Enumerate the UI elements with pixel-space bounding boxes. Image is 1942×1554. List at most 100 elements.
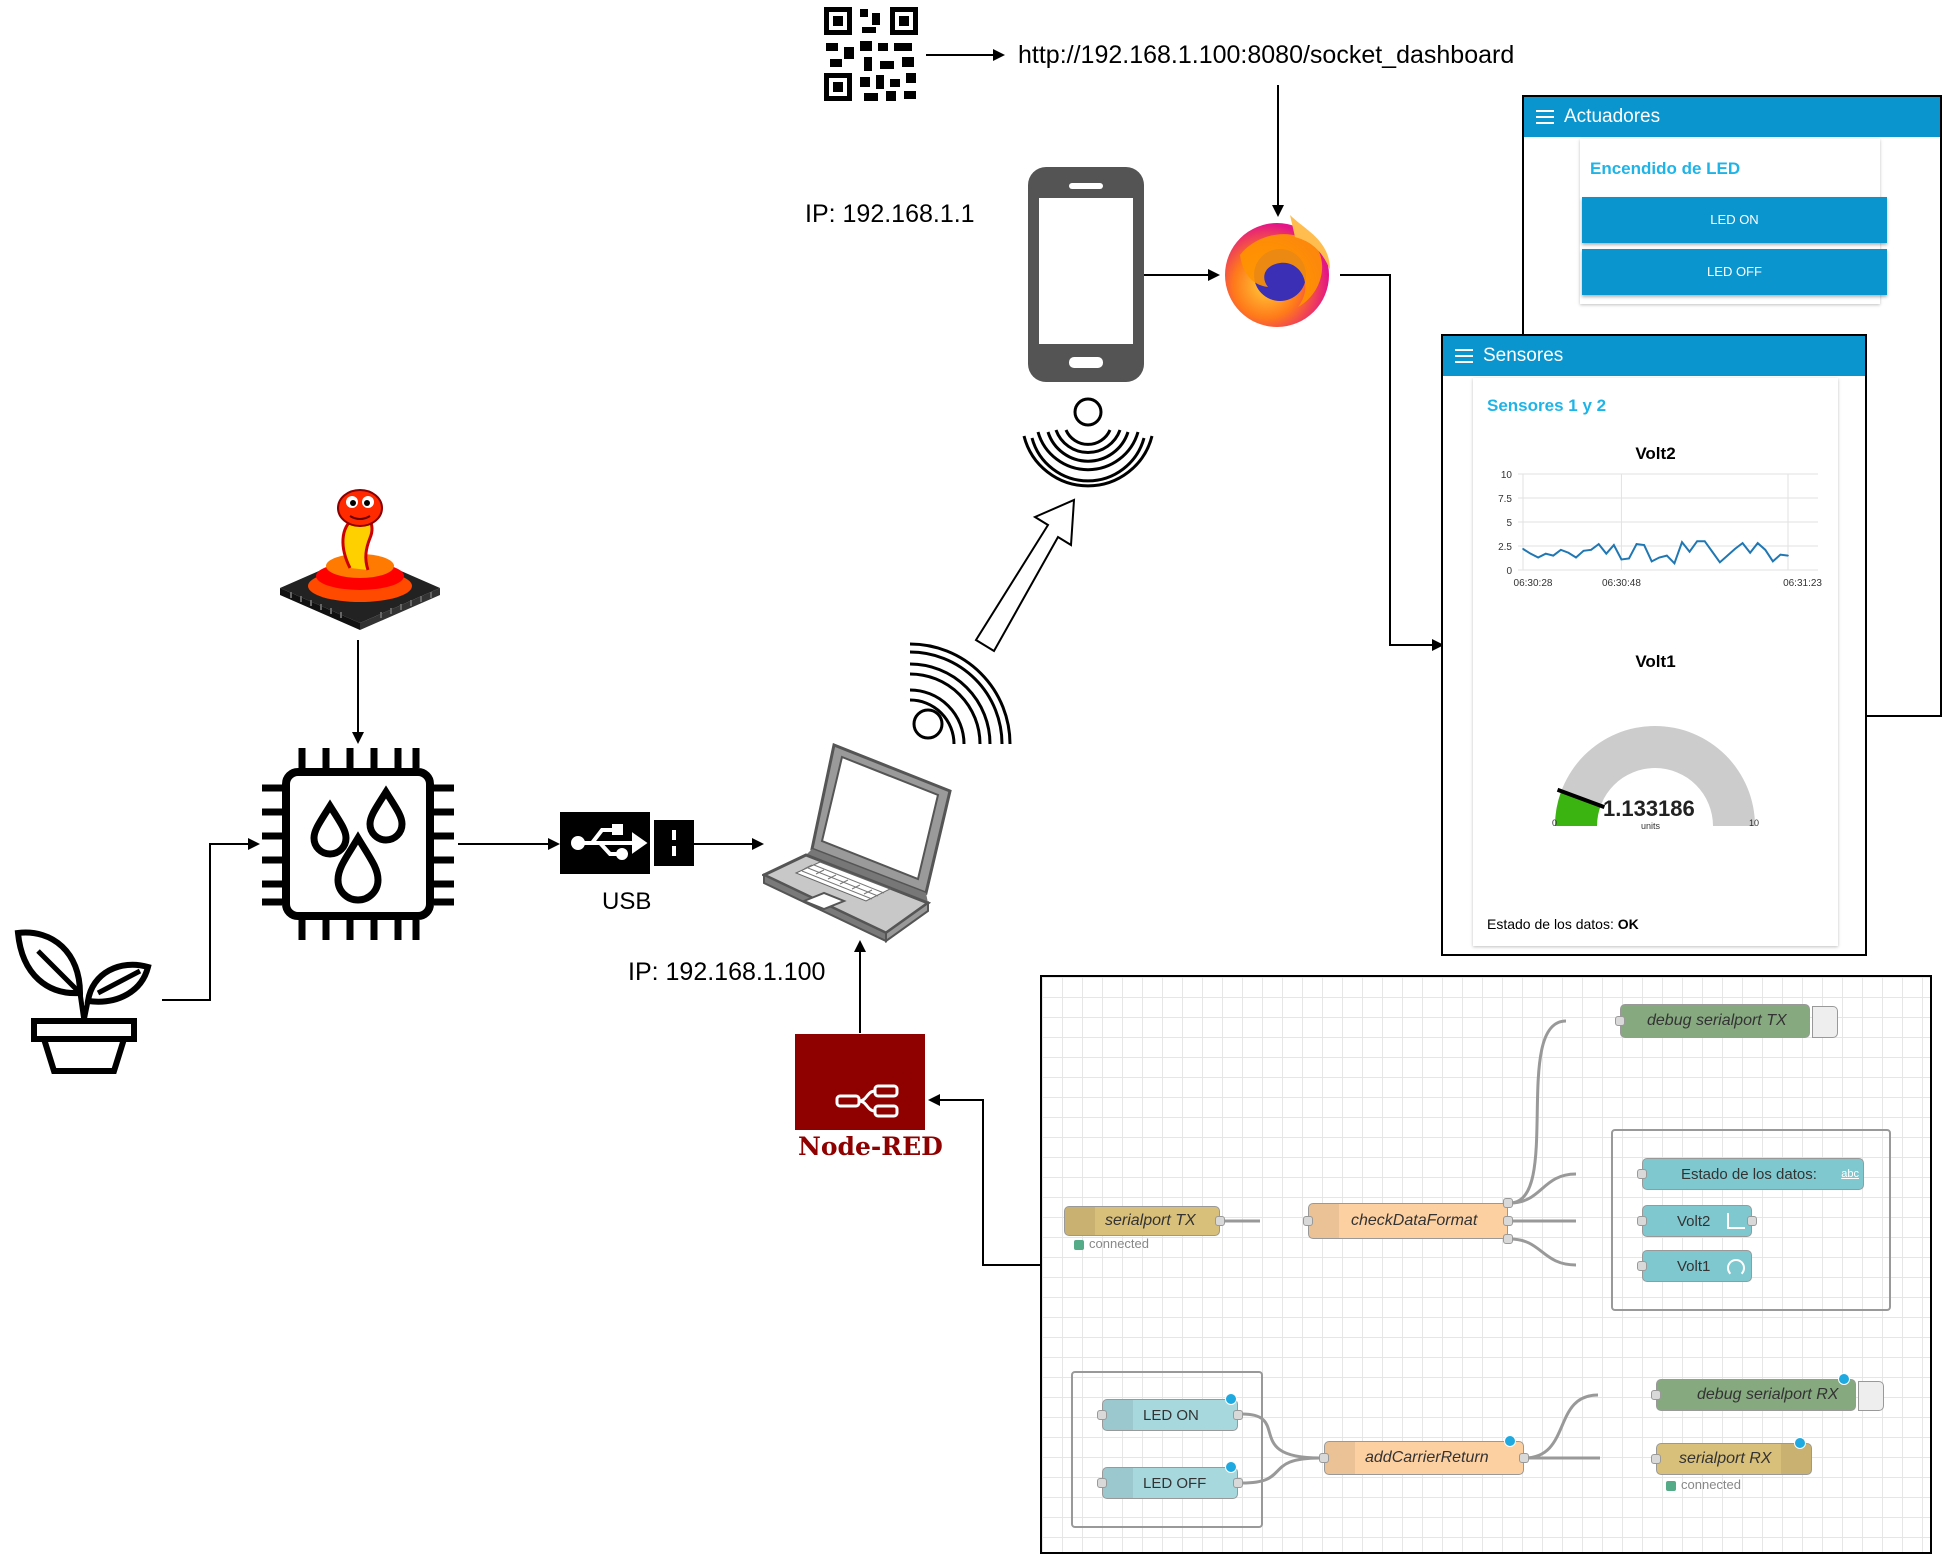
data-point [1681,541,1683,543]
data-point [1529,552,1532,555]
data-point [1787,554,1789,557]
chart-title: Volt2 [1635,444,1676,463]
led-off-button[interactable]: LED OFF [1582,249,1887,295]
led-off-input-port[interactable] [1097,1478,1107,1488]
data-point [1673,562,1676,565]
data-point [1719,561,1721,564]
check-output-port-1[interactable] [1503,1198,1513,1208]
micropython-icon [280,489,440,630]
actuadores-title: Actuadores [1564,106,1661,127]
nodered-flow-canvas[interactable]: serialport TX connected checkDataFormat … [1040,975,1932,1554]
debug-rx-toggle[interactable] [1858,1381,1884,1411]
led-off-output-port[interactable] [1233,1478,1243,1488]
qr-code-icon [824,7,918,101]
debug-rx-changed-dot [1838,1373,1850,1385]
y-tick-label: 2.5 [1498,542,1512,553]
status-label: Estado de los datos: [1487,916,1614,932]
check-output-port-2[interactable] [1503,1216,1513,1226]
data-point [1582,550,1585,552]
debug-rx-input-port[interactable] [1651,1390,1661,1400]
menu-icon[interactable] [1455,349,1473,363]
led-on-changed-dot [1225,1393,1237,1405]
volt1-input-port[interactable] [1637,1261,1647,1271]
gauge-min: 0 [1552,818,1558,828]
add-carrier-return-node[interactable]: addCarrierReturn [1324,1441,1524,1475]
add-cr-output-port[interactable] [1519,1453,1529,1463]
laptop-ip-label: IP: 192.168.1.100 [628,958,826,986]
debug-tx-input-port[interactable] [1615,1016,1625,1026]
led-on-node-label: LED ON [1143,1406,1199,1424]
serialport-rx-status: connected [1681,1477,1741,1492]
hand-pointer-icon [1103,1400,1133,1430]
volt1-node-label: Volt1 [1677,1257,1711,1275]
status-text: Estado de los datos: OK [1487,916,1639,932]
data-point [1711,550,1714,553]
led-on-button[interactable]: LED ON [1582,197,1887,243]
serialport-rx-node[interactable]: serialport RX [1656,1443,1812,1475]
volt2-node-label: Volt2 [1677,1212,1711,1230]
led-off-changed-dot [1225,1461,1237,1473]
data-point [1567,551,1570,554]
volt1-gauge-node[interactable]: Volt1 [1642,1250,1752,1282]
data-point [1756,542,1759,544]
debug-tx-label: debug serialport TX [1647,1012,1787,1029]
led-on-input-port[interactable] [1097,1410,1107,1420]
data-point [1552,554,1555,557]
check-output-port-3[interactable] [1503,1234,1513,1244]
serialport-tx-status: connected [1089,1236,1149,1251]
x-tick-label: 06:30:48 [1602,578,1641,589]
estado-text-node[interactable]: Estado de los datos: abc [1642,1158,1864,1190]
nodered-flow-icon [835,1084,899,1118]
data-point [1726,554,1729,557]
usb-label: USB [602,888,652,915]
nodered-label: Node-RED [798,1132,943,1161]
estado-label: Estado de los datos: [1681,1165,1817,1183]
data-point [1544,552,1547,555]
data-point [1590,549,1592,551]
debug-tx-toggle[interactable] [1812,1006,1838,1038]
data-point [1613,544,1615,546]
serialport-tx-output-port[interactable] [1215,1216,1225,1226]
led-on-output-port[interactable] [1233,1410,1243,1420]
volt2-input-port[interactable] [1637,1216,1647,1226]
serialport-tx-node[interactable]: serialport TX [1064,1206,1220,1236]
estado-input-port[interactable] [1637,1169,1647,1179]
volt2-output-port[interactable] [1747,1216,1757,1226]
check-data-format-label: checkDataFormat [1351,1212,1478,1229]
y-tick-label: 10 [1501,470,1513,481]
debug-serialport-rx-node[interactable]: debug serialport RX [1656,1379,1856,1411]
gauge-icon [1727,1259,1745,1277]
serialport-tx-label: serialport TX [1105,1212,1196,1229]
wifi-icon [1022,397,1154,488]
data-point [1734,548,1736,550]
led-off-button-label: LED OFF [1707,264,1762,279]
serialport-rx-status-dot [1666,1481,1676,1491]
arrow-plant-to-board [162,838,260,1001]
data-point [1628,557,1630,560]
debug-serialport-tx-node[interactable]: debug serialport TX [1620,1004,1810,1038]
hand-pointer-icon [1103,1468,1133,1498]
data-point [1643,544,1645,546]
menu-icon[interactable] [1536,110,1554,124]
data-point [1658,556,1661,559]
add-cr-input-port[interactable] [1319,1453,1329,1463]
arrow-flow-to-nodered [928,1094,1040,1266]
led-off-inject-node[interactable]: LED OFF [1102,1467,1238,1499]
data-point [1764,549,1767,551]
check-input-port[interactable] [1303,1216,1313,1226]
data-point [1666,554,1668,557]
firefox-icon [1225,215,1330,327]
volt2-chart-node[interactable]: Volt2 [1642,1205,1752,1237]
usb-icon [560,812,694,874]
led-off-node-label: LED OFF [1143,1474,1207,1492]
serialport-rx-input-port[interactable] [1651,1454,1661,1464]
led-on-button-label: LED ON [1710,212,1759,227]
data-point [1688,550,1691,553]
smartphone-icon [1028,167,1144,382]
y-tick-label: 5 [1506,518,1512,529]
led-on-inject-node[interactable]: LED ON [1102,1399,1238,1431]
check-data-format-node[interactable]: checkDataFormat [1308,1203,1508,1239]
